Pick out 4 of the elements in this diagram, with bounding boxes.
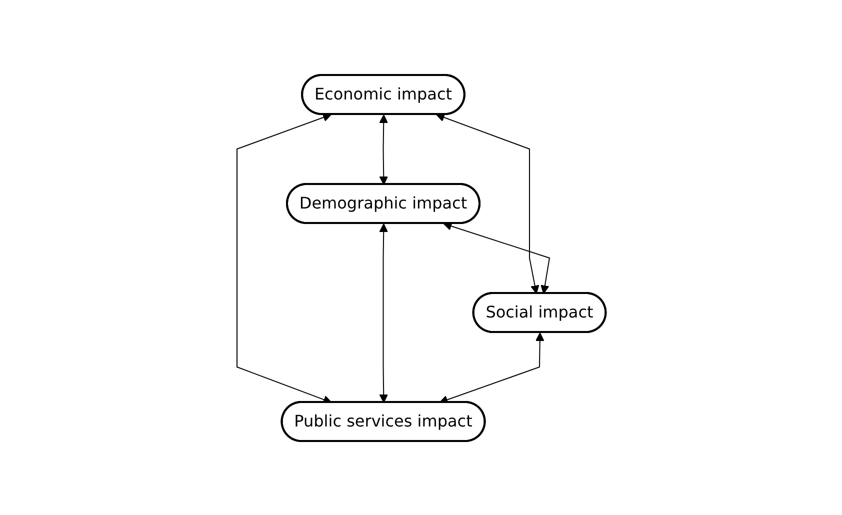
arrow: [378, 223, 388, 402]
arrow: [378, 114, 388, 184]
arrow: [442, 221, 550, 294]
arrow: [436, 112, 539, 294]
